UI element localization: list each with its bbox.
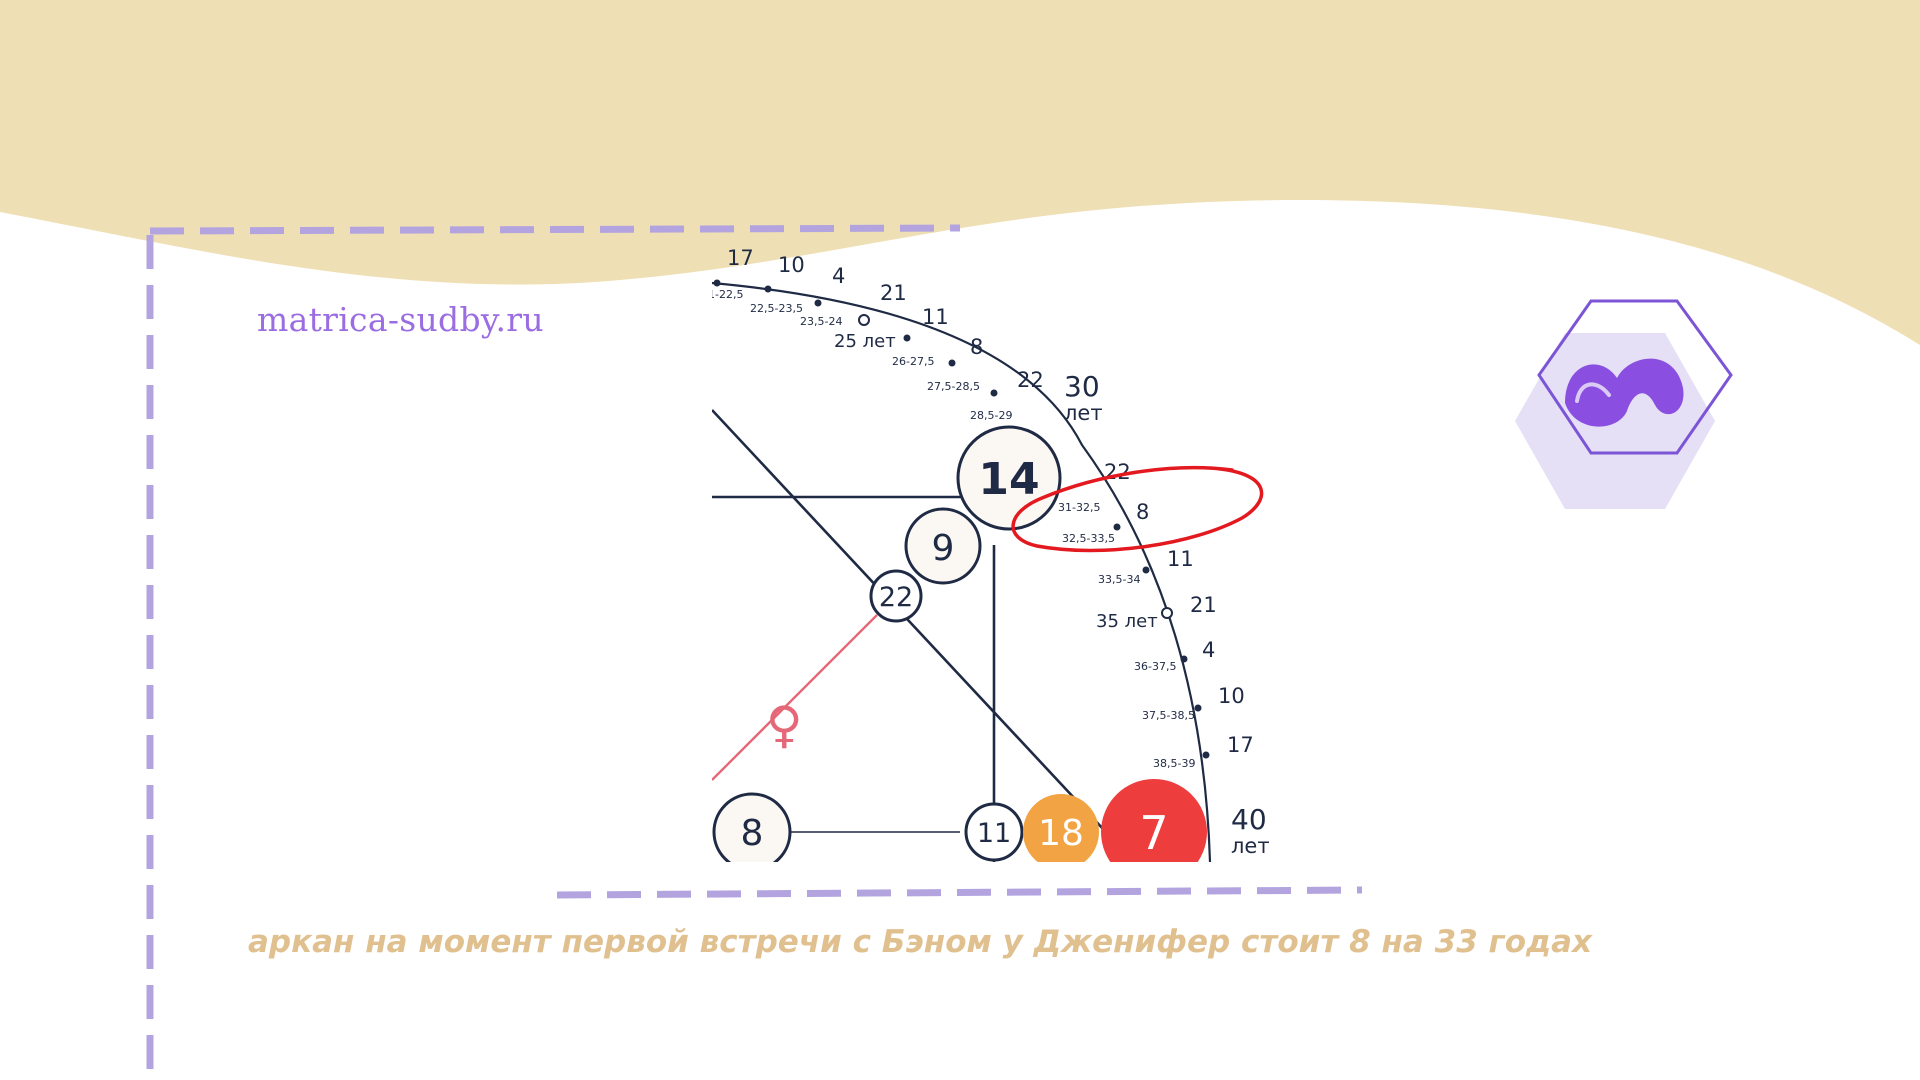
age-range-label: 28,5-29 — [970, 409, 1012, 422]
circle-9: 9 — [904, 507, 982, 585]
arcana-label: 10 — [1218, 684, 1245, 708]
circle-8-value: 8 — [741, 813, 764, 854]
arcana-label: 22 — [1017, 368, 1044, 392]
hexagon-brand-logo-icon — [1515, 299, 1733, 509]
age-range-label: 27,5-28,5 — [927, 380, 980, 393]
arcana-label-highlighted: 8 — [1136, 500, 1149, 524]
arcana-label: 11 — [1167, 547, 1194, 571]
arcana-label: 21 — [880, 281, 907, 305]
circle-7-value: 7 — [1139, 806, 1168, 860]
age-35-marker — [1161, 607, 1173, 619]
age-range-label: 32,5-33,5 — [1062, 532, 1115, 545]
circle-18-value: 18 — [1038, 813, 1084, 854]
age-range-label: 31-32,5 — [1058, 501, 1100, 514]
age-range-label: 1-22,5 — [712, 288, 743, 301]
arcana-label: 22 — [1104, 460, 1131, 484]
circle-18: 18 — [1023, 794, 1099, 862]
arcana-label: 11 — [922, 305, 949, 329]
venus-line — [712, 614, 878, 781]
circle-11-value: 11 — [977, 818, 1011, 849]
circle-8: 8 — [712, 792, 792, 862]
caption: аркан на момент первой встречи с Бэном у… — [0, 924, 1920, 960]
age-25-label: 25 лет — [834, 331, 896, 352]
age-arc — [712, 281, 1212, 862]
arcana-label: 17 — [727, 246, 754, 270]
arcana-label: 10 — [778, 253, 805, 277]
caption-text: аркан на момент первой встречи с Бэном у… — [247, 924, 1593, 960]
age-range-label: 38,5-39 — [1153, 757, 1195, 770]
milestone-40-unit: лет — [1231, 834, 1270, 858]
arcana-label: 8 — [970, 335, 983, 359]
destiny-matrix-fragment: 17 10 4 21 11 8 22 22 8 11 21 4 10 17 1-… — [712, 240, 1272, 862]
site-link[interactable]: matrica-sudby.ru — [257, 300, 544, 339]
circle-22: 22 — [869, 569, 923, 623]
circle-7: 7 — [1101, 779, 1207, 862]
arcana-label: 21 — [1190, 593, 1217, 617]
age-range-label: 36-37,5 — [1134, 660, 1176, 673]
highlight-ellipse — [1011, 465, 1264, 553]
age-range-label: 37,5-38,5 — [1142, 709, 1195, 722]
circle-14-value: 14 — [978, 454, 1039, 505]
age-35-label: 35 лет — [1096, 611, 1158, 632]
age-range-label: 22,5-23,5 — [750, 302, 803, 315]
arcana-label: 4 — [832, 264, 845, 288]
venus-icon: ♀ — [766, 696, 803, 754]
age-25-marker — [858, 314, 870, 326]
age-range-label: 26-27,5 — [892, 355, 934, 368]
circle-9-value: 9 — [932, 528, 955, 569]
age-range-label: 23,5-24 — [800, 315, 842, 328]
age-range-label: 33,5-34 — [1098, 573, 1140, 586]
circle-11: 11 — [964, 802, 1024, 862]
milestone-30-number: 30 — [1064, 370, 1100, 403]
circle-22-value: 22 — [879, 582, 913, 613]
milestone-40-number: 40 — [1231, 803, 1267, 836]
circle-14: 14 — [956, 425, 1062, 531]
matrix-lines — [712, 409, 1133, 862]
arcana-label: 17 — [1227, 733, 1254, 757]
arc-dots — [713, 279, 1210, 759]
milestone-30-unit: лет — [1064, 401, 1103, 425]
arcana-label: 4 — [1202, 638, 1215, 662]
